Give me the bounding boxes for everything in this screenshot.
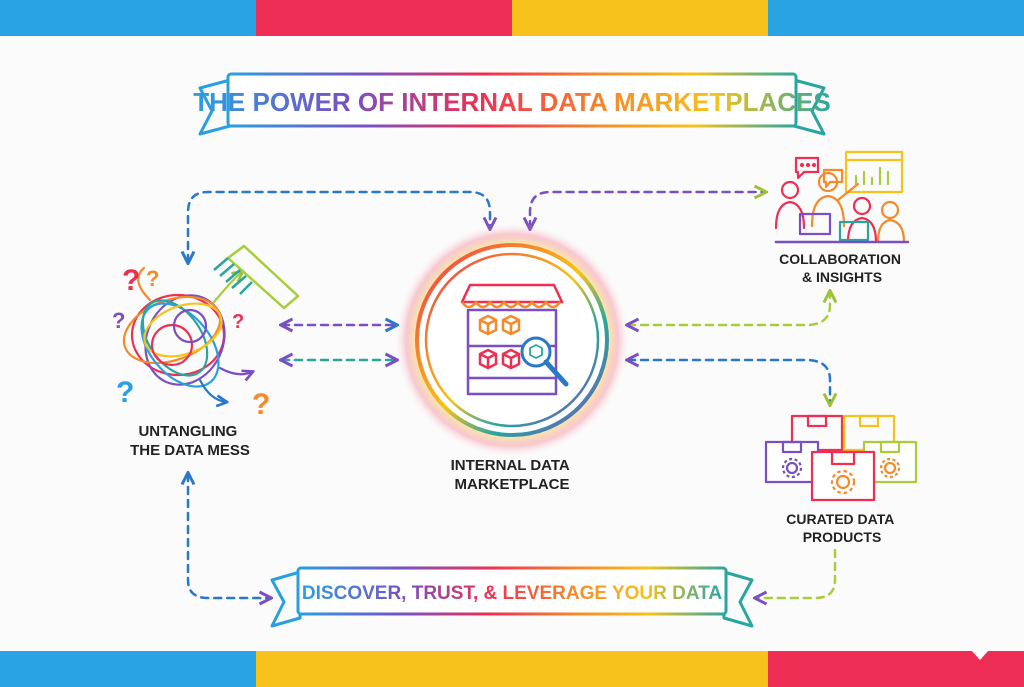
title-banner: THE POWER OF INTERNAL DATA MARKETPLACES xyxy=(193,72,831,136)
collaboration-icon xyxy=(774,150,910,244)
question-marks: ? ? ? ? ? ? xyxy=(112,264,270,421)
data-products-icon xyxy=(764,414,918,502)
tangled-mess-icon xyxy=(122,266,252,402)
corner-notch-icon xyxy=(972,651,988,660)
question-mark-icon: ? xyxy=(112,308,125,333)
curated-label: CURATED DATA PRODUCTS xyxy=(786,511,897,545)
bottom-color-stripe xyxy=(0,651,1024,687)
comb-icon xyxy=(213,244,300,310)
footer-banner: DISCOVER, TRUST, & LEVERAGE YOUR DATA xyxy=(270,566,754,628)
marketplace-node xyxy=(394,222,630,458)
question-mark-icon: ? xyxy=(146,266,159,291)
top-color-stripe xyxy=(0,0,1024,36)
collaboration-label-line2: & INSIGHTS xyxy=(802,269,882,285)
marketplace-label: INTERNAL DATA MARKETPLACE xyxy=(451,457,574,493)
gear-icon xyxy=(830,469,856,495)
curated-label-line2: PRODUCTS xyxy=(803,529,882,545)
question-mark-icon: ? xyxy=(116,376,134,409)
gear-icon xyxy=(879,457,901,479)
curated-label-line1: CURATED DATA xyxy=(786,511,894,527)
arrow-mess-to-market-top xyxy=(188,190,490,262)
footer-slogan: DISCOVER, TRUST, & LEVERAGE YOUR DATA xyxy=(302,583,722,604)
gear-icon xyxy=(781,457,803,479)
collaboration-label: COLLABORATION & INSIGHTS xyxy=(779,251,905,285)
page-title: THE POWER OF INTERNAL DATA MARKETPLACES xyxy=(193,87,830,117)
arrow-market-to-collab xyxy=(628,292,830,325)
connector-arrows xyxy=(188,192,835,598)
magnifier-icon xyxy=(520,336,552,368)
mess-label-line2: THE DATA MESS xyxy=(130,442,250,459)
arrow-mess-to-footer xyxy=(188,474,270,598)
arrow-curated-to-footer xyxy=(756,548,837,598)
collaboration-label-line1: COLLABORATION xyxy=(779,251,901,267)
question-mark-icon: ? xyxy=(232,311,244,333)
question-mark-icon: ? xyxy=(252,388,270,421)
mess-label-line1: UNTANGLING xyxy=(138,423,237,440)
arrow-market-to-collab-top xyxy=(530,192,765,228)
question-mark-icon: ? xyxy=(122,264,140,297)
storefront-icon xyxy=(460,283,569,396)
mess-label: UNTANGLING THE DATA MESS xyxy=(130,423,250,459)
arrow-market-to-curated xyxy=(628,360,830,404)
marketplace-label-line2: MARKETPLACE xyxy=(455,476,570,493)
marketplace-label-line1: INTERNAL DATA xyxy=(451,457,570,474)
node-labels: UNTANGLING THE DATA MESS INTERNAL DATA M… xyxy=(130,251,905,545)
